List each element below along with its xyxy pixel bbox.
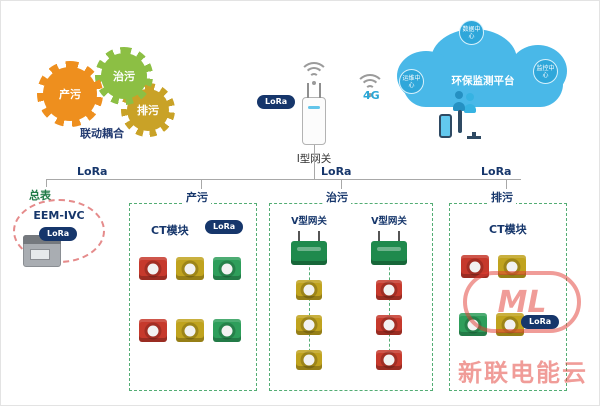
gear-chanwu: 产污 [37, 61, 103, 127]
yellow-ct-module [176, 257, 204, 280]
ct-row [461, 255, 526, 278]
red-ct-module [376, 280, 402, 300]
bus-lora-center: LoRa [319, 165, 354, 178]
cloud-node-data-center: 数据中心 [459, 20, 484, 45]
lora-badge: LoRa [257, 95, 296, 109]
person-icon [464, 93, 476, 113]
green-ct-module [213, 319, 241, 342]
meter-model: EEM-IVC [33, 209, 85, 222]
device-chain [371, 229, 407, 370]
v-gateway-label: V型网关 [291, 216, 327, 227]
ct-row [139, 257, 241, 280]
gear-zhiwu-label: 治污 [113, 70, 135, 83]
gear-caption: 联动耦合 [80, 127, 124, 140]
green-ct-module [213, 257, 241, 280]
yellow-ct-module [176, 319, 204, 342]
red-ct-module [376, 350, 402, 370]
v-gateway-device [291, 231, 327, 265]
users-icon [451, 91, 485, 113]
ct-row [139, 319, 241, 342]
v-gateway-column: V型网关 [277, 213, 341, 370]
gear-zhiwu: 治污 [95, 47, 153, 105]
yellow-ct-module [296, 315, 322, 335]
cloud-node-ops-center: 运维中心 [399, 69, 424, 94]
meter-title: 总表 [27, 187, 53, 203]
v-gateway-column: V型网关 [357, 213, 421, 370]
ct-row [459, 313, 524, 336]
yellow-ct-module [496, 313, 524, 336]
lora-badge: LoRa [521, 315, 560, 329]
gateway-device [302, 83, 326, 145]
red-ct-module [139, 319, 167, 342]
red-ct-module [376, 315, 402, 335]
section-title-zhiwu: 治污 [323, 189, 351, 205]
v-gateway-label: V型网关 [371, 216, 407, 227]
bus-lora-left: LoRa [75, 165, 110, 178]
gateway-led [308, 106, 320, 109]
bus-lora-right: LoRa [479, 165, 514, 178]
4g-label: 4G [363, 89, 380, 102]
red-ct-module [461, 255, 489, 278]
connector-gateway [314, 145, 315, 179]
cloud-platform-title: 环保监测平台 [451, 75, 515, 87]
monitor-icon [458, 110, 490, 139]
connector-meter [46, 179, 47, 193]
module-stack [296, 280, 322, 370]
yellow-ct-module [498, 255, 526, 278]
person-icon [453, 91, 465, 111]
module-stack [376, 280, 402, 370]
section-title-paiwu: 排污 [488, 189, 516, 205]
cloud-node-monitor-center: 监控中心 [533, 59, 558, 84]
green-ct-module [459, 313, 487, 336]
gear-chanwu-label: 产污 [59, 88, 81, 101]
bus-line [46, 179, 521, 180]
phone-icon [439, 114, 452, 138]
4g-signal-icon [355, 71, 385, 97]
lora-badge: LoRa [39, 227, 78, 241]
red-ct-module [139, 257, 167, 280]
v-gateway-device [371, 231, 407, 265]
cloud-platform: 环保监测平台 数据中心 运维中心 监控中心 [397, 20, 569, 113]
yellow-ct-module [296, 350, 322, 370]
wifi-signal-icon [296, 59, 332, 85]
yellow-ct-module [296, 280, 322, 300]
device-chain [291, 229, 327, 370]
lora-badge: LoRa [205, 220, 244, 234]
gear-paiwu-label: 排污 [137, 104, 159, 117]
monitor-screen [458, 110, 462, 133]
section-title-chanwu: 产污 [183, 189, 211, 205]
zone-zhiwu [269, 203, 433, 391]
gateway-label: I型网关 [285, 151, 343, 166]
ct-module-label: CT模块 [151, 224, 189, 237]
ct-module-label: CT模块 [489, 223, 527, 236]
